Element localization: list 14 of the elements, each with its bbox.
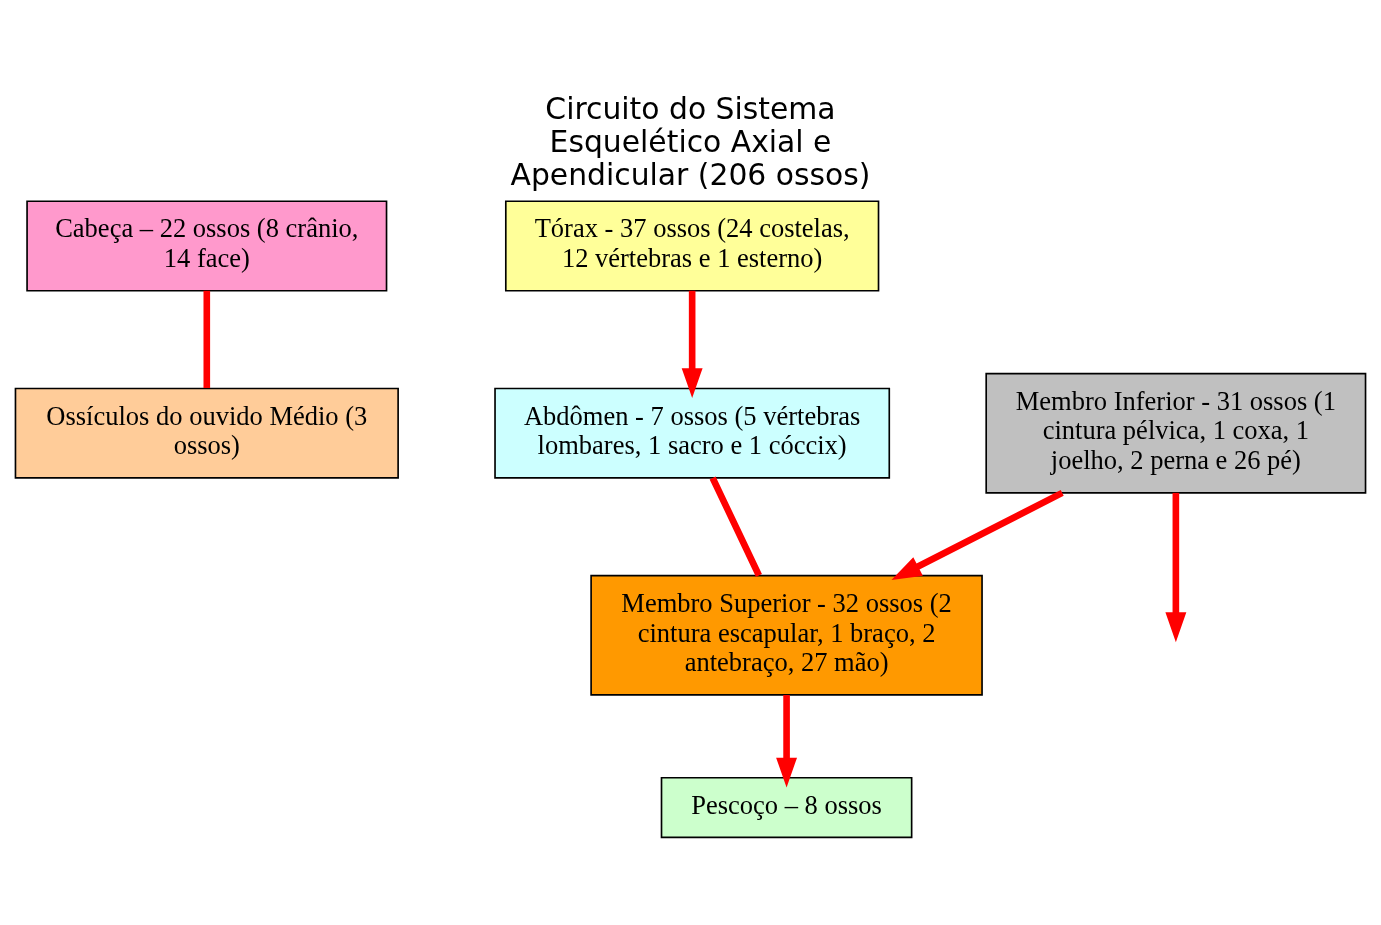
node-box: Tórax - 37 ossos (24 costelas, 12 vértebras e 1 esterno)	[504, 199, 880, 292]
node-box: Ossículos do ouvido Médio (3 ossos)	[14, 387, 399, 479]
arrow	[681, 290, 703, 398]
arrow	[891, 489, 1064, 580]
connector	[203, 290, 211, 388]
connector	[709, 476, 762, 577]
node-box: Abdômen - 7 ossos (5 vértebras lombares, 1 sacro e 1 cóccix)	[494, 387, 891, 479]
arrow	[776, 694, 798, 788]
node-box: Cabeça – 22 ossos (8 crânio, 14 face)	[26, 199, 388, 292]
node-box: Membro Inferior - 31 ossos (1 cintura pélvica, 1 coxa, 1 joelho, 2 perna e 26 pé)	[985, 372, 1367, 494]
arrow	[1165, 492, 1187, 642]
node-box: Pescoço – 8 ossos	[660, 776, 913, 838]
node-box: Membro Superior - 32 ossos (2 cintura escapular, 1 braço, 2 antebraço, 27 mão)	[590, 574, 983, 696]
diagram-title: Circuito do Sistema Esquelético Axial e Apendicular (206 ossos)	[510, 90, 871, 192]
